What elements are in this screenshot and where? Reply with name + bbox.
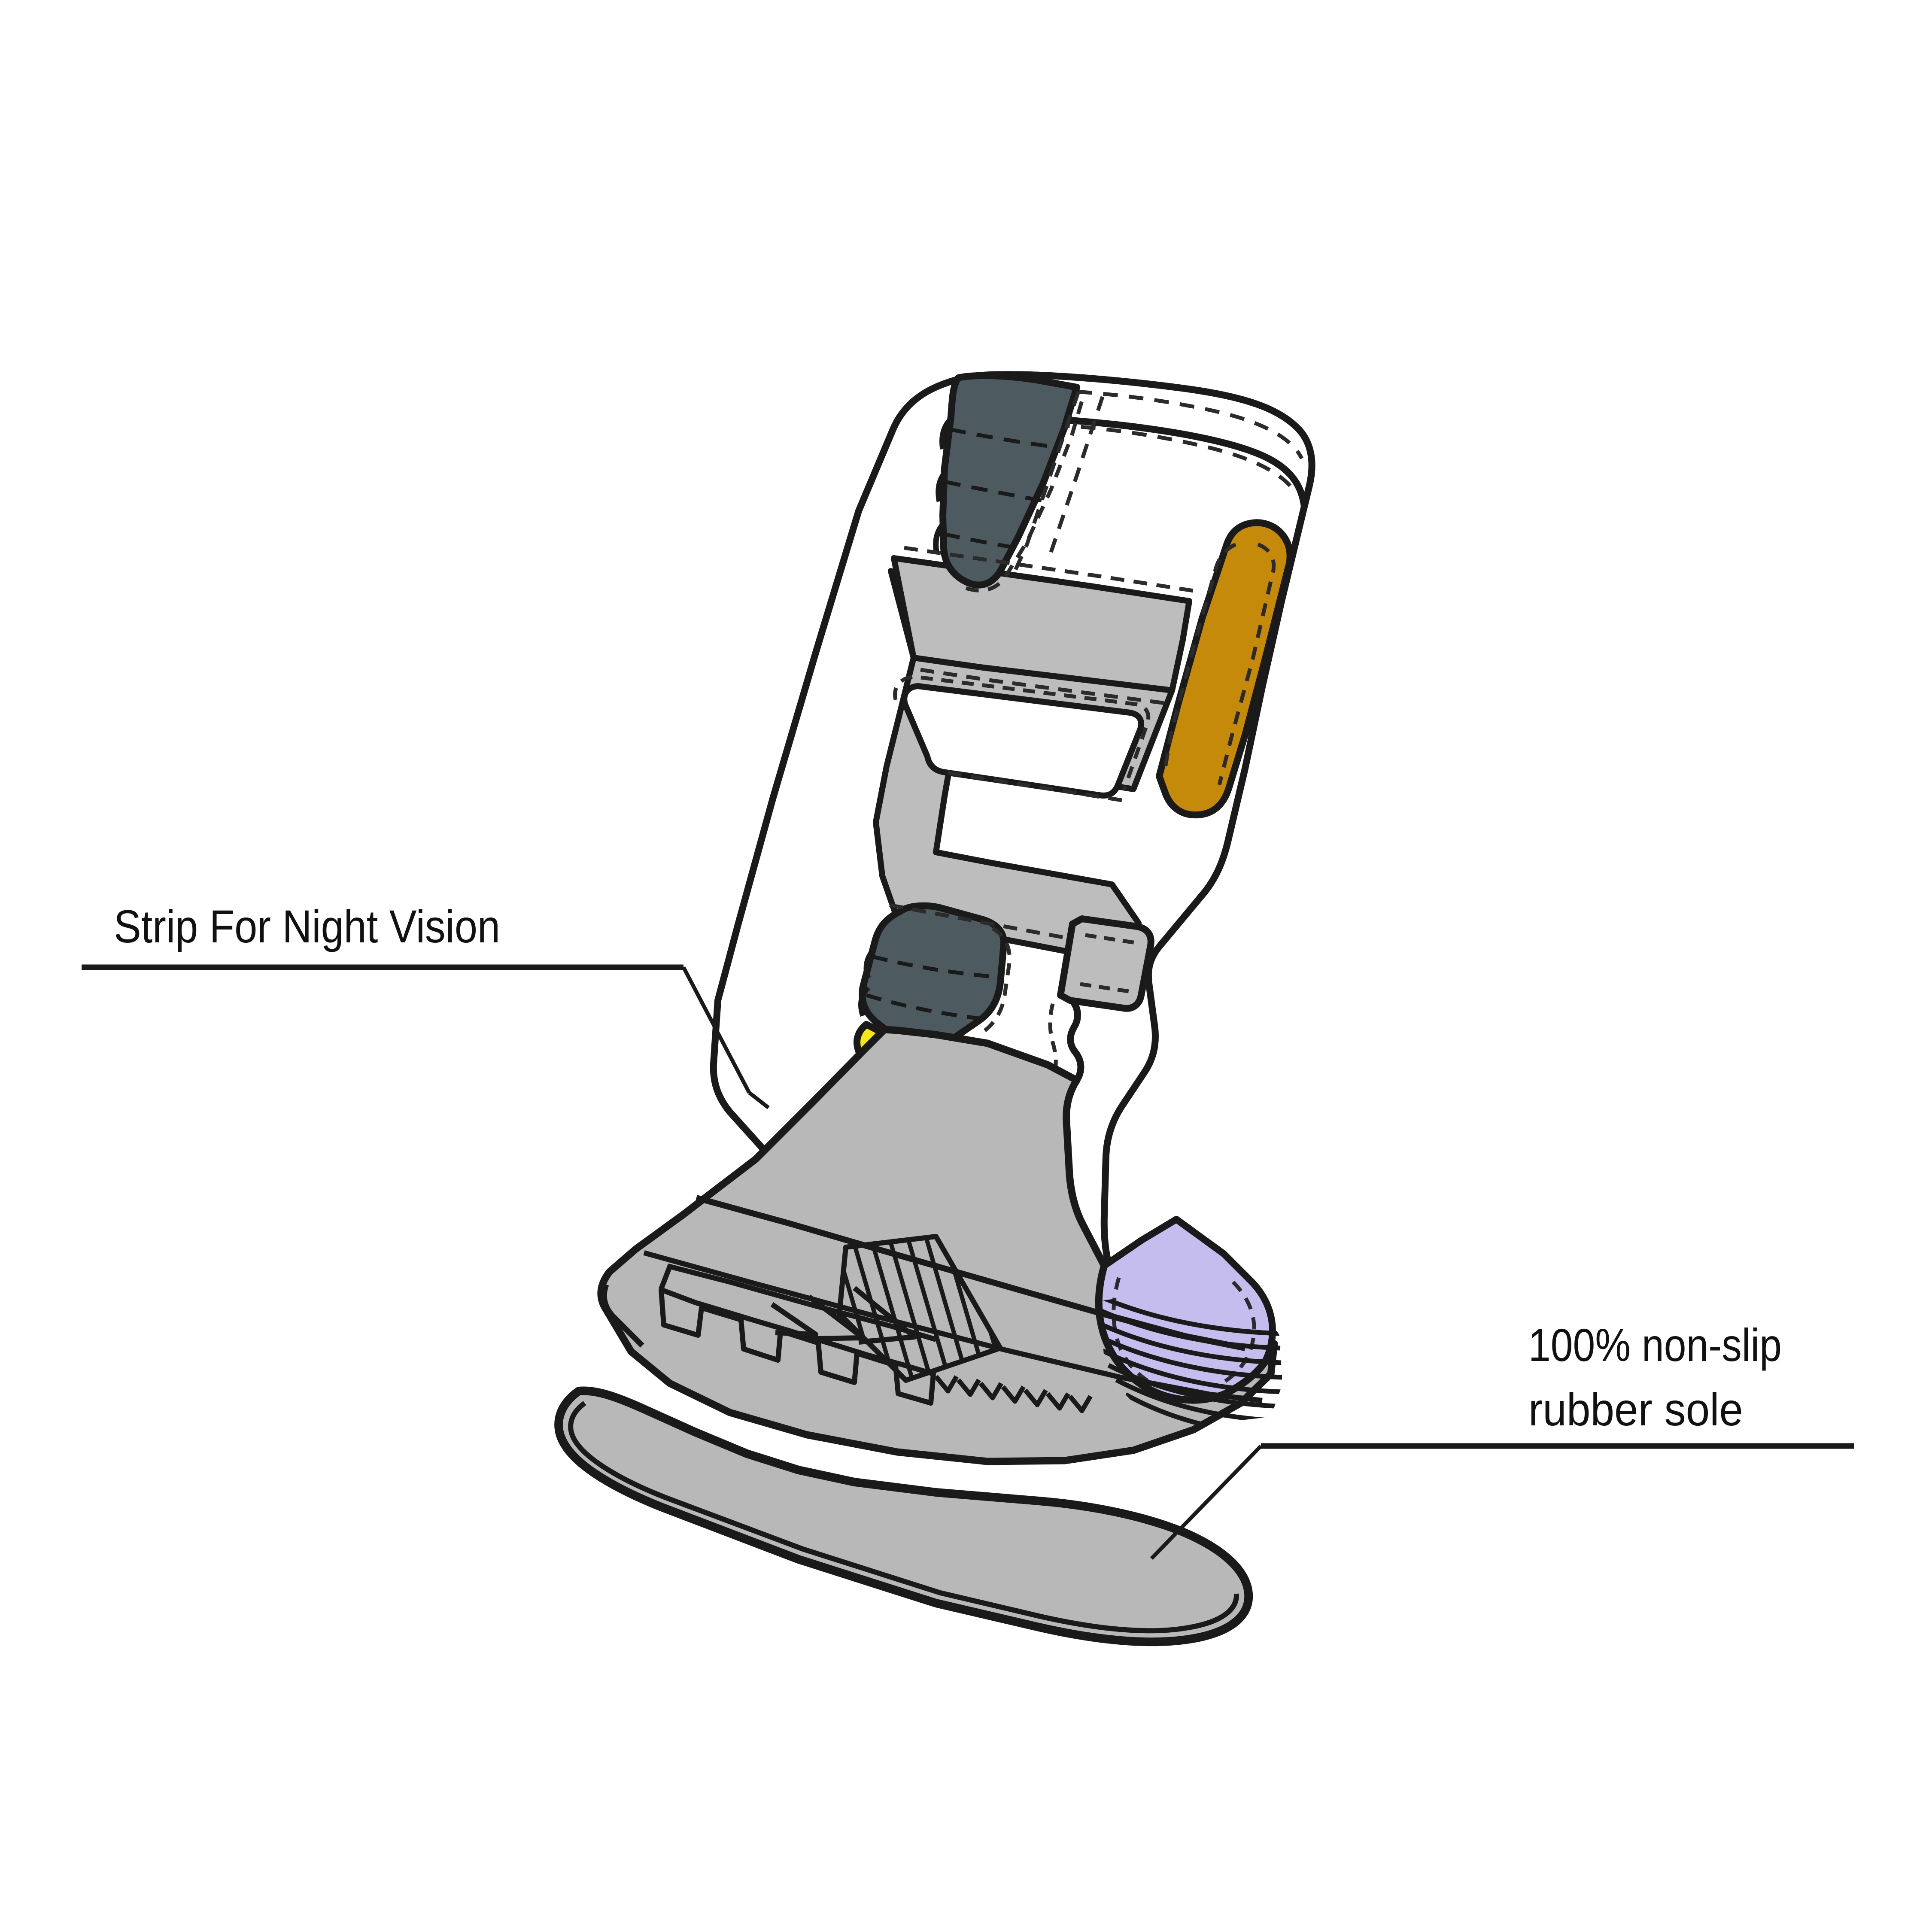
overlay-cutout-window bbox=[901, 683, 1144, 799]
upper-seam-panel-edge bbox=[904, 546, 1194, 593]
tread-chevron-3 bbox=[853, 1286, 917, 1345]
callout-rubber-sole-label-line2: rubber sole bbox=[1528, 1383, 1743, 1435]
ankle-pad-seam-2 bbox=[866, 993, 979, 1021]
callout-rubber-sole[interactable]: 100% non-slip rubber sole bbox=[1150, 1319, 1854, 1560]
boot-assembly bbox=[597, 371, 1315, 1465]
ankle-pad-outline-left-1 bbox=[863, 948, 876, 979]
tread-lug-group-1 bbox=[659, 1287, 936, 1406]
ankle-padding-edge-stitch bbox=[980, 927, 1012, 1035]
upper-seam-diagonal-1 bbox=[1009, 391, 1081, 580]
outsole-toe-edge bbox=[601, 1283, 644, 1348]
calf-pad-outline-left-1 bbox=[939, 418, 952, 450]
calf-pad-seam-1 bbox=[949, 427, 1058, 450]
callout-night-vision-leader bbox=[682, 966, 751, 1094]
ochre-strip-stitch-left bbox=[1162, 542, 1236, 773]
tread-outline-sweep bbox=[659, 1263, 937, 1342]
strap-tab-stitch bbox=[1080, 933, 1136, 994]
insole-heel-thickness bbox=[562, 1443, 1252, 1645]
overlay-midbody-stitch bbox=[948, 771, 1128, 803]
heel-hatching bbox=[1099, 1290, 1286, 1430]
overlay-window-stitch bbox=[893, 674, 1151, 791]
rear-ochre-strip bbox=[1156, 519, 1294, 819]
insole-top-edge bbox=[568, 1401, 1239, 1634]
callout-rubber-sole-label-line1: 100% non-slip bbox=[1528, 1319, 1782, 1371]
tread-chevron-1 bbox=[770, 1302, 818, 1337]
upper-seam-panel-lower bbox=[920, 668, 1173, 706]
outsole-sawtooth bbox=[934, 1375, 1093, 1413]
upper-seam-diagonal-2 bbox=[1049, 396, 1105, 553]
heel-counter-stitch-left bbox=[1112, 1277, 1156, 1387]
calf-pad-outline-left-2 bbox=[936, 470, 948, 502]
ankle-pad-seam-1 bbox=[872, 954, 999, 979]
callout-night-vision-leader-tip bbox=[748, 1091, 770, 1109]
ankle-pad-outline-left-2 bbox=[858, 985, 870, 1017]
calf-padding-block bbox=[939, 372, 1080, 589]
callout-night-vision[interactable]: Strip For Night Vision bbox=[82, 900, 770, 1109]
calf-pad-seam-3 bbox=[943, 532, 1021, 551]
tread-hatch-frame bbox=[837, 1234, 1003, 1383]
removable-insole bbox=[554, 1386, 1253, 1646]
calf-padding-edge-stitch bbox=[965, 394, 1086, 592]
ochre-strip-stitch-right bbox=[1217, 542, 1276, 786]
strap-tab bbox=[1057, 915, 1154, 1012]
callout-rubber-sole-leader bbox=[1150, 1444, 1263, 1560]
callout-night-vision-label: Strip For Night Vision bbox=[114, 900, 500, 952]
calf-pad-seam-2 bbox=[944, 480, 1043, 503]
outsole-midsole-line bbox=[643, 1250, 1263, 1403]
ankle-padding-block bbox=[859, 902, 1008, 1055]
